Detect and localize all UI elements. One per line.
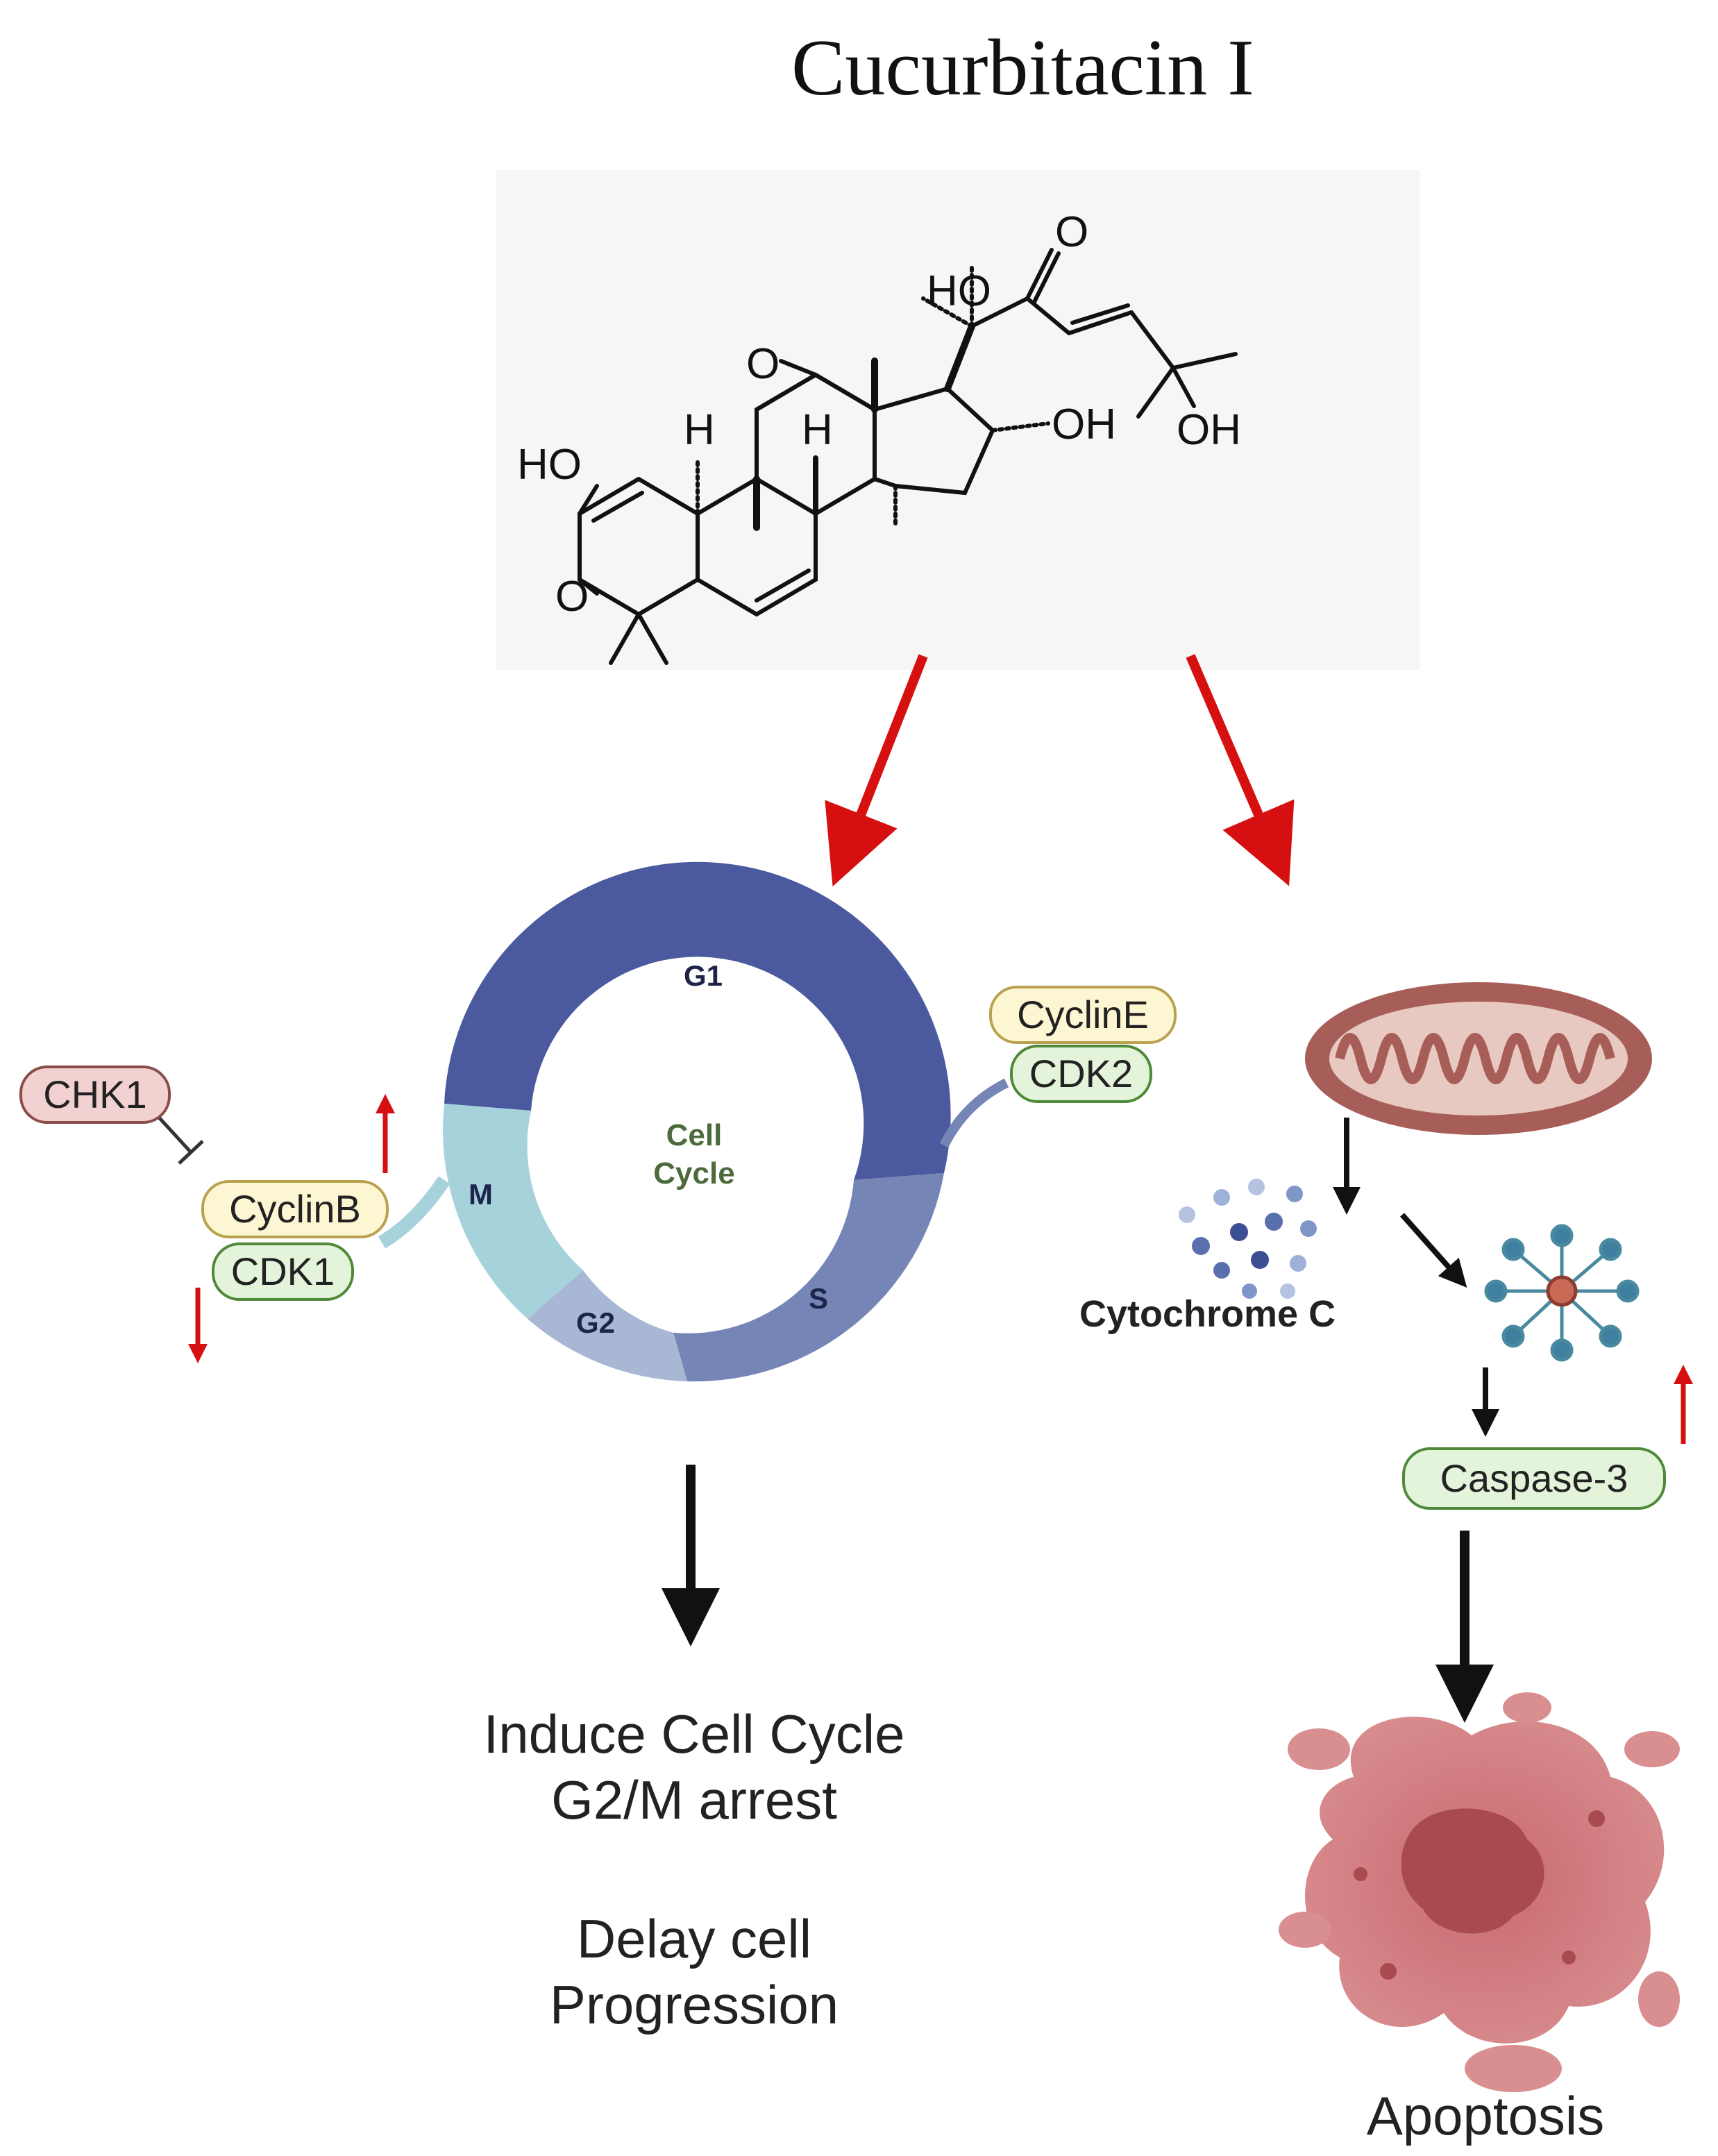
mol-label-ho-1: HO <box>517 441 582 489</box>
mol-label-h-2: H <box>802 406 833 454</box>
molecule-panel <box>496 170 1420 670</box>
outcome-left-line-1: Induce Cell Cycle <box>483 1703 905 1765</box>
mol-label-h-1: H <box>684 406 715 454</box>
phase-g1 <box>444 861 951 1180</box>
apoptosome-icon <box>1484 1224 1640 1362</box>
phase-label-g1: G1 <box>684 959 723 992</box>
cycle-center-label-2: Cycle <box>653 1156 734 1190</box>
phase-s <box>673 1173 944 1382</box>
mol-label-o-3: O <box>1055 208 1088 256</box>
arrow-cytc-to-apoptosome <box>1400 1213 1467 1288</box>
mol-label-oh-2: OH <box>1177 406 1241 454</box>
mol-label-o-2: O <box>746 340 780 388</box>
mol-label-o-1: O <box>555 573 589 621</box>
cycle-center-label-1: Cell <box>666 1118 723 1152</box>
cucurbitacin-structure <box>578 248 1238 665</box>
red-arrow-left <box>825 654 928 887</box>
mol-label-ho-2: HO <box>927 267 991 315</box>
chk1-pill: CHK1 <box>19 1066 171 1124</box>
cdk1-pill: CDK1 <box>212 1243 354 1301</box>
outcome-left-line-2: G2/M arrest <box>551 1769 837 1830</box>
cyclinb-pill: CyclinB <box>201 1180 389 1238</box>
phase-label-s: S <box>809 1282 828 1315</box>
cdk2-pill: CDK2 <box>1010 1045 1152 1103</box>
outcome-left-line-4: Progression <box>549 1974 839 2035</box>
phase-m <box>443 1104 583 1319</box>
phase-label-g2: G2 <box>576 1306 615 1339</box>
outcome-left-line-3: Delay cell <box>576 1908 812 1969</box>
mitochondrion-icon <box>1305 982 1652 1135</box>
apoptotic-cell-icon <box>1279 1692 1680 2092</box>
cell-cycle-ring: G1 S G2 M Cell Cycle <box>378 861 1009 1382</box>
mol-label-oh-1: OH <box>1052 401 1116 448</box>
caspase3-pill: Caspase-3 <box>1402 1447 1666 1510</box>
cytochrome-c-label: Cytochrome C <box>1079 1293 1336 1335</box>
diagram-title: Cucurbitacin I <box>791 24 1254 112</box>
phase-label-m: M <box>469 1178 493 1211</box>
red-arrow-right <box>1186 654 1295 886</box>
apoptosis-label: Apoptosis <box>1366 2085 1605 2146</box>
cycline-pill: CyclinE <box>989 986 1177 1044</box>
phase-g2 <box>528 1270 687 1381</box>
cytochrome-c-icon <box>1179 1179 1317 1299</box>
